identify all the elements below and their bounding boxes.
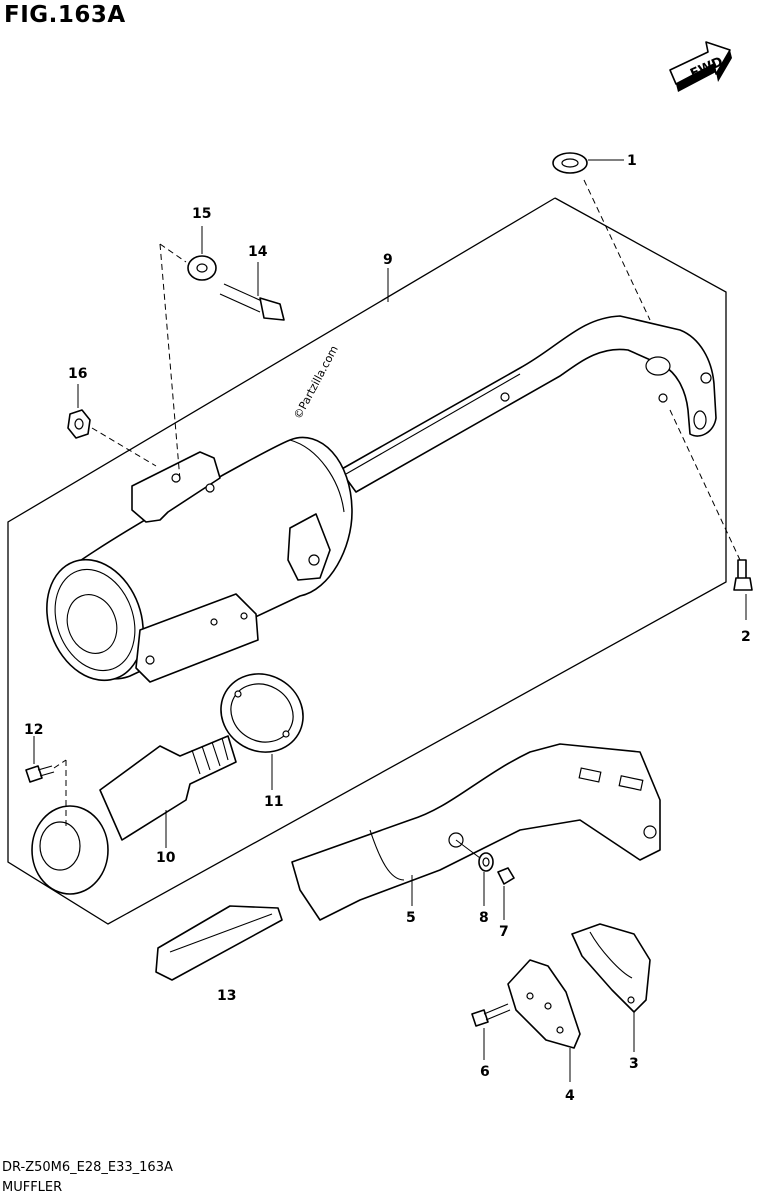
muffler-assembly	[46, 315, 717, 683]
bolt-14	[219, 283, 285, 321]
callout-9: 9	[383, 252, 393, 268]
callout-1: 1	[627, 153, 637, 169]
assembly-frame	[7, 197, 727, 925]
gasket-11	[220, 673, 304, 753]
watermark: ©Partzilla.com	[291, 343, 341, 421]
bolt-2	[733, 559, 753, 591]
callout-2: 2	[741, 629, 751, 645]
callout-5: 5	[406, 910, 416, 926]
bolt-6	[471, 1003, 511, 1027]
bolt-12	[25, 765, 55, 783]
callout-3: 3	[629, 1056, 639, 1072]
callout-7: 7	[499, 924, 509, 940]
diagram-name: MUFFLER	[2, 1180, 63, 1195]
heat-shield-5	[291, 743, 661, 921]
guard-13	[155, 905, 283, 981]
callout-4: 4	[565, 1088, 575, 1104]
callout-16: 16	[68, 366, 87, 382]
tail-pipe-10	[31, 735, 237, 895]
fwd-arrow-icon: FWD	[669, 41, 732, 92]
callout-13: 13	[217, 988, 236, 1004]
callout-6: 6	[480, 1064, 490, 1080]
callout-12: 12	[24, 722, 43, 738]
washer-15	[187, 255, 217, 281]
callout-10: 10	[156, 850, 176, 866]
heat-shield-4	[507, 959, 581, 1049]
washer-1	[552, 152, 588, 174]
nut-16	[67, 409, 91, 439]
callout-14: 14	[248, 244, 268, 260]
diagram-code: DR-Z50M6_E28_E33_163A	[2, 1160, 173, 1175]
figure-title: FIG.163A	[4, 2, 126, 28]
bolt-7	[497, 867, 515, 885]
callout-8: 8	[479, 910, 489, 926]
callout-11: 11	[264, 794, 283, 810]
heat-shield-3	[571, 923, 651, 1013]
washer-8	[478, 852, 494, 872]
callout-15: 15	[192, 206, 211, 222]
